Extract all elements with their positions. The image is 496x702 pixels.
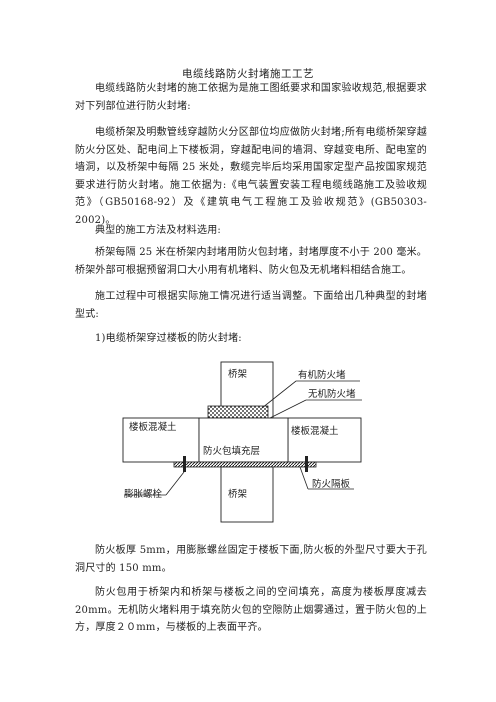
label-board: 防火隔板 <box>312 478 351 490</box>
leader-bolt <box>165 471 185 496</box>
label-slab-right: 楼板混凝土 <box>291 425 339 437</box>
label-fill: 防火包填充层 <box>203 445 260 457</box>
fire-board <box>173 461 317 468</box>
label-inorganic: 无机防火堵 <box>308 388 356 400</box>
paragraph-1: 电缆线路防火封堵的施工依据为是施工图纸要求和国家验收规范,根据要求对下列部位进行… <box>75 83 427 112</box>
paragraph-4: 桥架每隔 25 米在桥架内封堵用防火包封堵，封堵厚度不小于 200 毫米。桥架外… <box>75 247 427 276</box>
paragraph-after-2: 防火包用于桥架内和桥架与楼板之间的空间填充，高度为楼板厚度减去 20mm。无机防… <box>75 587 427 634</box>
leader-board <box>299 466 309 490</box>
doc-title: 电缆线路防火封堵施工工艺 <box>182 68 314 80</box>
label-bolt: 膨胀螺栓 <box>124 488 163 500</box>
label-organic: 有机防火堵 <box>298 369 346 381</box>
paragraph-2: 电缆桥架及明敷管线穿越防火分区部位均应做防火封堵;所有电缆桥架穿越防火分区处、配… <box>75 127 427 226</box>
paragraph-after-1: 防火板厚 5mm，用膨胀螺丝固定于楼板下面,防火板的外型尺寸要大于孔洞尺寸的 1… <box>75 545 427 574</box>
fill-layer <box>198 417 289 463</box>
leader-organic <box>261 380 297 409</box>
paragraph-5: 施工过程中可根据实际施工情况进行适当调整。下面给出几种典型的封堵型式: <box>75 291 427 320</box>
slab-right <box>287 417 362 463</box>
bolt-left <box>183 456 186 472</box>
leader-inorganic <box>269 399 307 419</box>
bridge-lower <box>220 466 274 523</box>
bolt-right <box>305 456 308 472</box>
label-slab-left: 楼板混凝土 <box>129 421 177 433</box>
label-bridge-bottom: 桥架 <box>228 488 248 500</box>
organic-firestop <box>207 405 269 419</box>
paragraph-6: 1)电缆桥架穿过楼板的防火封堵: <box>95 333 242 344</box>
slab-left <box>122 417 200 463</box>
label-bridge-top: 桥架 <box>228 368 248 380</box>
paragraph-3: 典型的施工方法及材料选用: <box>95 225 221 236</box>
